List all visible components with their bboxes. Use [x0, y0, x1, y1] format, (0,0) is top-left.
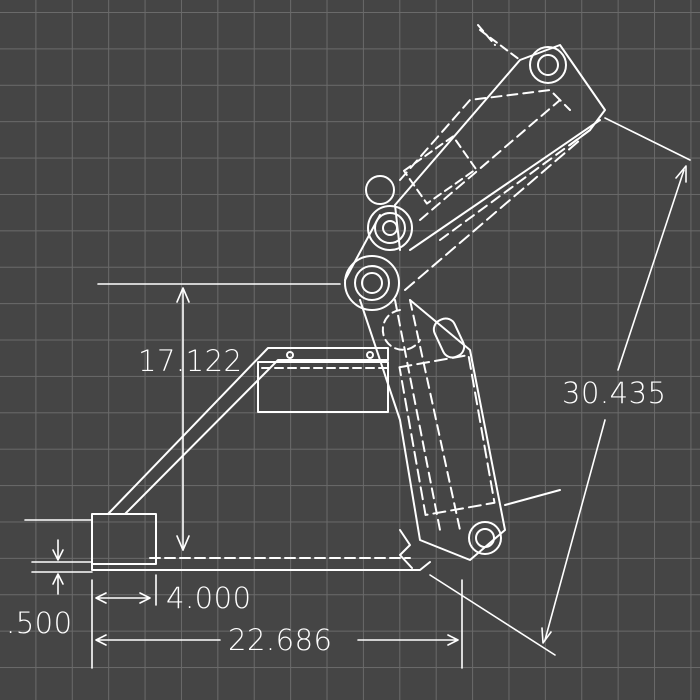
dimension-reach-label: 30.435 [562, 376, 667, 410]
dimension-base-length-label: 22.686 [228, 623, 333, 657]
lower-arm [344, 204, 561, 569]
upper-arm [394, 24, 606, 291]
dimension-plate-thickness-label: .500 [6, 606, 73, 640]
pivot-joints [344, 175, 421, 351]
dimension-lines [24, 117, 691, 669]
dimension-tube-width-label: 4.000 [166, 581, 252, 615]
dimension-height-label: 17.122 [138, 344, 243, 378]
base-frame [91, 347, 431, 571]
